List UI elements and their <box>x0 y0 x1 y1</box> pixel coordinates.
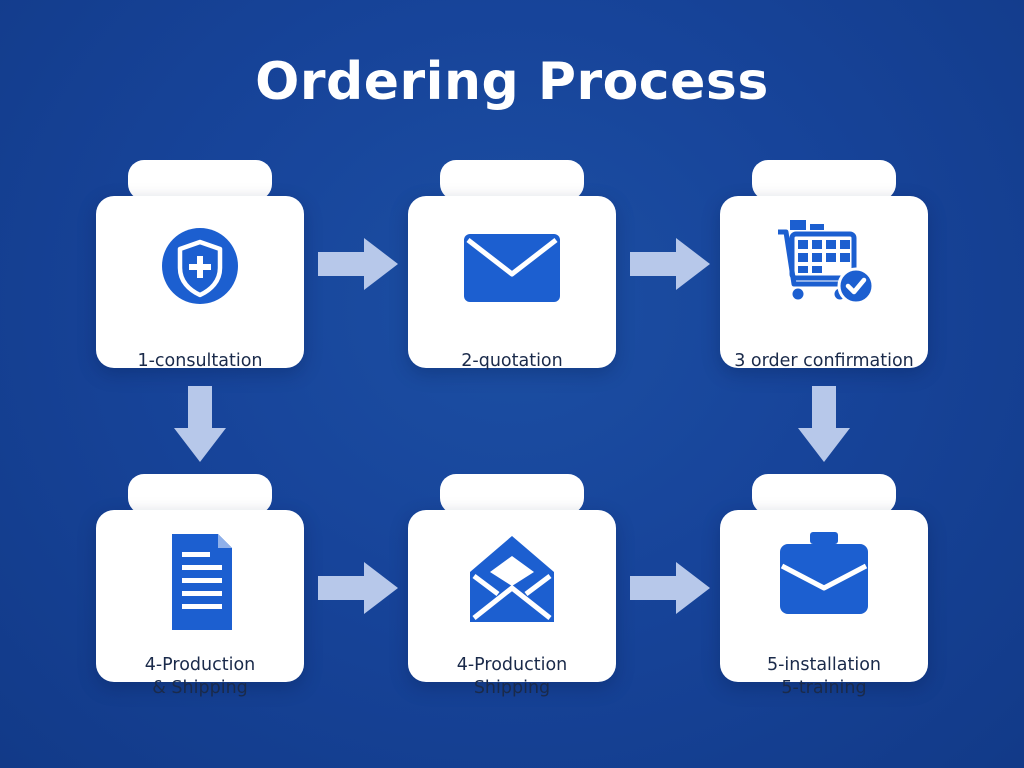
briefcase-icon <box>780 532 868 614</box>
step-label: 5-installation 5-training <box>766 655 882 698</box>
card-body: 1-consultation <box>96 196 304 371</box>
step-card-production-shipping[interactable]: 4-Production & Shipping <box>96 474 304 698</box>
card-tab <box>128 160 272 200</box>
card-body: 5-installation 5-training <box>720 510 928 698</box>
arrow-right-1-to-2 <box>318 238 398 290</box>
arrow-right-2-to-3 <box>630 238 710 290</box>
card-body: 4-Production & Shipping <box>96 510 304 698</box>
shield-plus-icon <box>162 228 238 304</box>
page-title: Ordering Process <box>255 52 769 112</box>
card-tab <box>440 160 584 200</box>
document-icon <box>172 534 232 630</box>
arrow-right-4-to-5 <box>318 562 398 614</box>
arrow-down-1-to-4 <box>174 386 226 462</box>
step-label: 4-Production & Shipping <box>144 655 256 698</box>
step-card-order-confirmation[interactable]: 3 order confirmation <box>720 160 928 371</box>
step-card-production-shipping-2[interactable]: 4-Production Shipping <box>408 474 616 698</box>
card-body: 2-quotation <box>408 196 616 371</box>
card-tab <box>440 474 584 514</box>
arrow-down-3-to-6 <box>798 386 850 462</box>
step-label: 3 order confirmation <box>734 351 914 371</box>
cart-check-icon <box>778 220 875 305</box>
arrow-right-5-to-6 <box>630 562 710 614</box>
step-label: 4-Production Shipping <box>456 655 568 698</box>
card-tab <box>752 160 896 200</box>
step-card-installation-training[interactable]: 5-installation 5-training <box>720 474 928 698</box>
step-card-consultation[interactable]: 1-consultation <box>96 160 304 371</box>
step-card-quotation[interactable]: 2-quotation <box>408 160 616 371</box>
card-body: 3 order confirmation <box>720 196 928 371</box>
envelope-icon <box>464 234 560 302</box>
card-tab <box>752 474 896 514</box>
step-label: 1-consultation <box>137 351 263 371</box>
open-envelope-icon <box>470 536 554 622</box>
card-tab <box>128 474 272 514</box>
card-body: 4-Production Shipping <box>408 510 616 698</box>
step-label: 2-quotation <box>461 351 563 371</box>
